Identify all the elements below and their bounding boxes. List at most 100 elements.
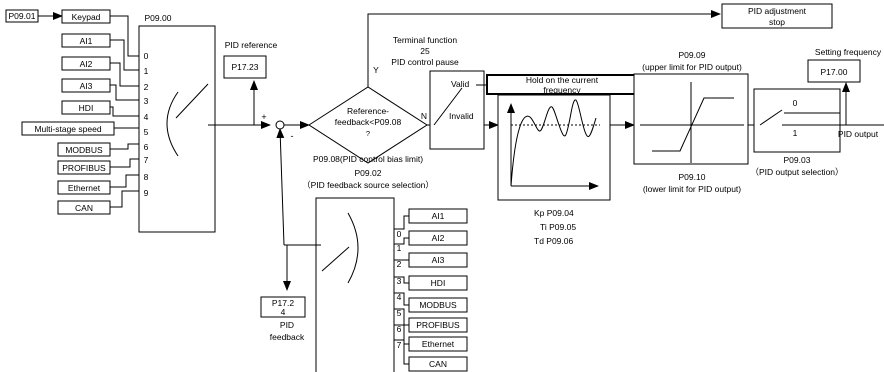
hold-frequency: Hold on the current frequency: [486, 74, 639, 95]
svg-text:feedback<P09.08: feedback<P09.08: [335, 117, 402, 127]
selector-arm: [175, 83, 209, 119]
pid-feedback-label-1: PID: [280, 320, 294, 330]
step-response-curve: [510, 99, 597, 187]
pid-output-label: PID output: [838, 129, 879, 139]
svg-text:CAN: CAN: [75, 203, 93, 213]
svg-text:4: 4: [397, 292, 402, 302]
svg-text:PROFIBUS: PROFIBUS: [62, 163, 106, 173]
selector-arc: [166, 91, 179, 157]
svg-text:HDI: HDI: [431, 278, 446, 288]
reference-source-selector: P09.01 P09.00 Keypad AI1 AI2 AI3 HDI Mul…: [5, 9, 271, 233]
svg-text:HDI: HDI: [79, 103, 94, 113]
output-selector-desc: （PID output selection）: [750, 167, 843, 177]
setting-frequency-title: Setting frequency: [815, 47, 882, 57]
svg-text:Hold on the current: Hold on the current: [526, 75, 599, 85]
pause-switch: Valid Invalid: [429, 70, 499, 150]
output-selector-box: [753, 88, 841, 153]
summing-junction: + -: [261, 112, 310, 141]
svg-text:0: 0: [397, 229, 402, 239]
p0901-tag-label: P09.01: [9, 11, 36, 21]
svg-text:MODBUS: MODBUS: [65, 145, 103, 155]
svg-text:3: 3: [397, 276, 402, 286]
svg-text:AI2: AI2: [432, 233, 445, 243]
pid-ti: Ti P09.05: [540, 222, 576, 232]
pause-switch-box: [429, 70, 485, 150]
svg-text:7: 7: [397, 340, 402, 350]
svg-text:5: 5: [397, 308, 402, 318]
svg-text:Ethernet: Ethernet: [68, 183, 101, 193]
minus-sign: -: [291, 131, 294, 141]
feedback-source-desc: （PID feedback source selection）: [302, 180, 434, 190]
svg-text:0: 0: [144, 51, 149, 61]
output-pos1: 1: [793, 128, 798, 138]
feedback-source-selector: P09.02 （PID feedback source selection） A…: [276, 128, 468, 372]
svg-text:25: 25: [420, 46, 430, 56]
svg-text:P17.23: P17.23: [232, 62, 259, 72]
svg-text:PID control pause: PID control pause: [391, 57, 459, 67]
p0900-block: [138, 25, 216, 233]
svg-text:AI1: AI1: [432, 211, 445, 221]
svg-text:3: 3: [144, 96, 149, 106]
p0900-label: P09.00: [145, 13, 172, 23]
feedback-source-param: P09.02: [355, 168, 382, 178]
svg-text:MODBUS: MODBUS: [419, 300, 457, 310]
svg-text:Terminal function: Terminal function: [393, 35, 458, 45]
svg-text:7: 7: [144, 155, 149, 165]
pid-kp: Kp P09.04: [534, 208, 574, 218]
svg-text:Ethernet: Ethernet: [422, 339, 455, 349]
svg-text:4: 4: [144, 112, 149, 122]
svg-text:frequency: frequency: [543, 85, 581, 95]
svg-text:?: ?: [366, 129, 370, 138]
terminal-function-note: Terminal function 25 PID control pause: [391, 35, 459, 67]
pid-feedback: P17.2 4 PID feedback: [260, 296, 306, 342]
pid-feedback-label-2: feedback: [270, 332, 305, 342]
switch-valid: Valid: [451, 79, 470, 89]
pid-output-selector: 0 1 P09.03 （PID output selection） PID ou…: [750, 82, 884, 177]
switch-invalid: Invalid: [449, 111, 474, 121]
svg-text:1: 1: [144, 66, 149, 76]
svg-text:6: 6: [397, 324, 402, 334]
output-pos0: 0: [793, 98, 798, 108]
pid-td: Td P09.06: [534, 236, 573, 246]
bias-limit-decision: Reference- feedback<P09.08 ? Y N P09.08(…: [308, 10, 721, 164]
pid-output-limiter: P09.09 (upper limit for PID output) P09.…: [633, 50, 773, 194]
svg-text:9: 9: [144, 188, 149, 198]
svg-text:8: 8: [144, 172, 149, 182]
svg-text:P17.2: P17.2: [272, 298, 294, 308]
svg-text:1: 1: [397, 243, 402, 253]
svg-text:Reference-: Reference-: [347, 106, 389, 116]
p1724-box: [260, 296, 306, 318]
svg-text:AI3: AI3: [80, 81, 93, 91]
setting-frequency: Setting frequency P17.00: [807, 47, 882, 83]
upper-limit-param: P09.09: [679, 50, 706, 60]
svg-text:CAN: CAN: [429, 359, 447, 369]
pid-adjustment-stop: PID adjustment stop: [721, 3, 833, 29]
upper-limit-desc: (upper limit for PID output): [642, 62, 742, 72]
feedback-block: [315, 197, 395, 372]
output-selector-param: P09.03: [784, 155, 811, 165]
svg-text:PROFIBUS: PROFIBUS: [416, 320, 460, 330]
bias-limit-note: P09.08(PID control bias limit): [313, 154, 423, 164]
lower-limit-param: P09.10: [679, 172, 706, 182]
svg-text:2: 2: [397, 259, 402, 269]
pid-reference-title: PID reference: [225, 40, 278, 50]
svg-text:2: 2: [144, 82, 149, 92]
svg-text:AI1: AI1: [80, 36, 93, 46]
pid-controller: Kp P09.04 Ti P09.05 Td P09.06: [497, 94, 635, 246]
svg-text:4: 4: [281, 307, 286, 317]
svg-text:stop: stop: [769, 17, 785, 27]
svg-text:AI3: AI3: [432, 255, 445, 265]
decision-no: N: [421, 111, 427, 121]
svg-text:P17.00: P17.00: [821, 67, 848, 77]
svg-text:PID adjustment: PID adjustment: [748, 6, 807, 16]
p1723-box: [223, 55, 267, 79]
plus-sign: +: [261, 112, 266, 122]
svg-text:Keypad: Keypad: [72, 12, 101, 22]
svg-text:6: 6: [144, 142, 149, 152]
lower-limit-desc: (lower limit for PID output): [643, 184, 741, 194]
svg-text:Multi-stage speed: Multi-stage speed: [34, 124, 101, 134]
svg-text:5: 5: [144, 127, 149, 137]
pid-reference: PID reference P17.23: [223, 40, 278, 125]
p1700-box: [807, 59, 861, 83]
